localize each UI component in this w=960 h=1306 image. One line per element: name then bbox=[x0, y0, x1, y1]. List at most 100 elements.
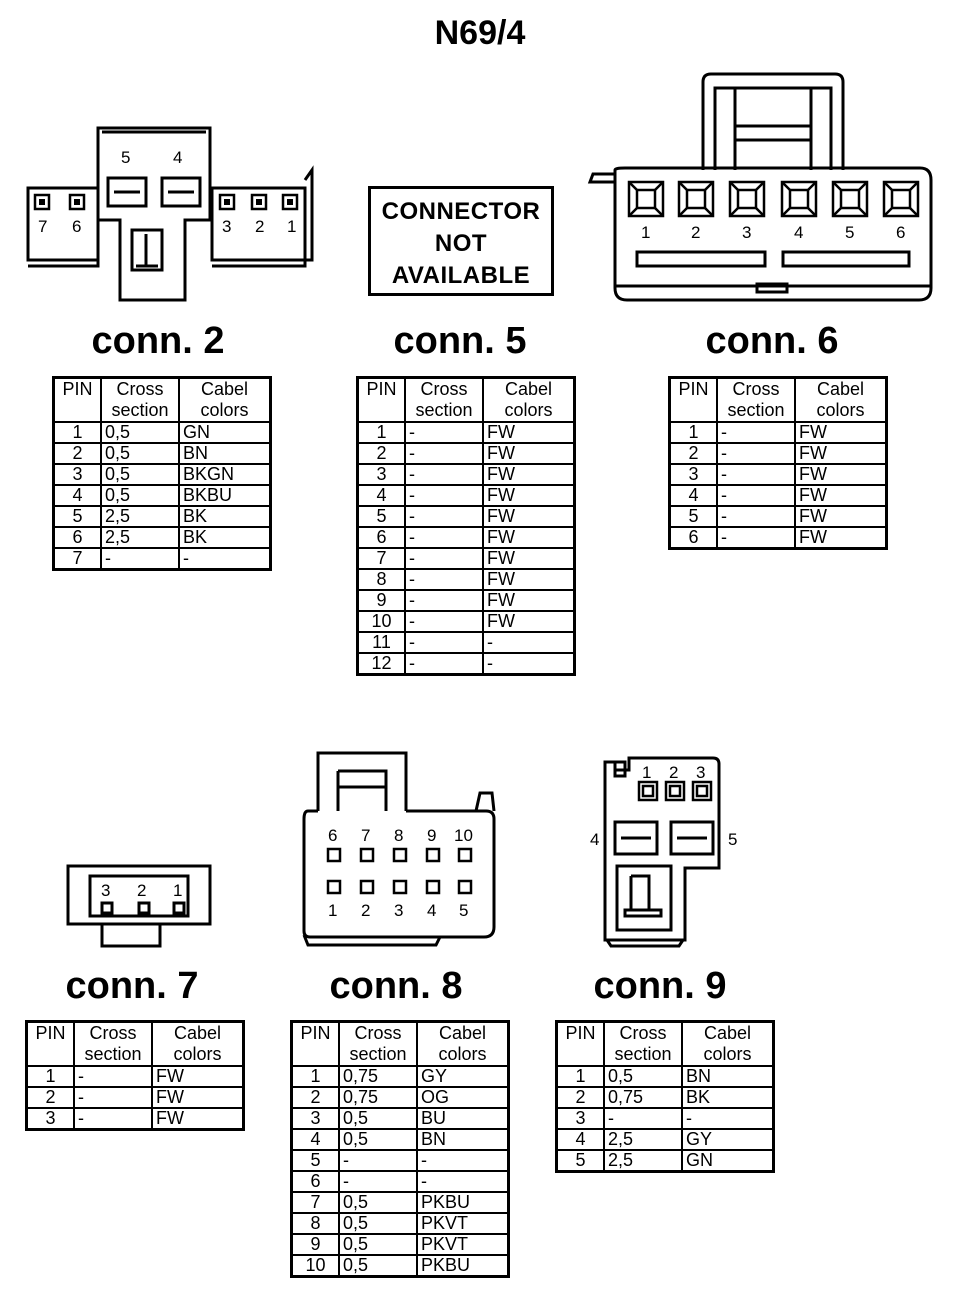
cable-color-cell: - bbox=[482, 652, 576, 676]
pin-header: PIN bbox=[52, 376, 102, 423]
pin-number-cell: 11 bbox=[356, 631, 406, 654]
cable-color-cell: BKBU bbox=[178, 484, 272, 507]
conn2-drawing: 7 6 3 2 1 5 4 bbox=[26, 126, 314, 302]
cable-color-cell: - bbox=[681, 1107, 775, 1130]
pin-number-cell: 1 bbox=[555, 1065, 605, 1088]
na-line-2: NOT bbox=[434, 230, 488, 257]
pin-number-cell: 2 bbox=[290, 1086, 340, 1109]
pin-number-cell: 5 bbox=[52, 505, 102, 528]
cross-section-cell: - bbox=[404, 547, 484, 570]
cable-color-cell: GN bbox=[178, 421, 272, 444]
cross-section-cell: - bbox=[404, 652, 484, 676]
pin-number-cell: 1 bbox=[356, 421, 406, 444]
cable-color-cell: PKBU bbox=[416, 1191, 510, 1214]
cable-color-cell: FW bbox=[794, 484, 888, 507]
svg-text:4: 4 bbox=[590, 830, 599, 849]
page-title: N69/4 bbox=[434, 14, 526, 52]
svg-text:3: 3 bbox=[394, 901, 403, 920]
pin-number-cell: 2 bbox=[555, 1086, 605, 1109]
pin-number-cell: 5 bbox=[356, 505, 406, 528]
table-row: 3-FW bbox=[668, 463, 888, 486]
conn2-label: conn. 2 bbox=[91, 320, 225, 362]
conn6-label: conn. 6 bbox=[705, 320, 839, 362]
svg-text:2: 2 bbox=[361, 901, 370, 920]
table-row: 2-FW bbox=[668, 442, 888, 465]
cable-color-cell: BK bbox=[178, 526, 272, 549]
cross-section-cell: - bbox=[100, 547, 180, 571]
cross-section-cell: - bbox=[404, 442, 484, 465]
conn2-pin3-mark: 3 bbox=[222, 217, 231, 236]
pin-number-cell: 10 bbox=[290, 1254, 340, 1278]
table-row: 10-FW bbox=[356, 610, 576, 633]
pin-number-cell: 4 bbox=[668, 484, 718, 507]
svg-text:10: 10 bbox=[454, 826, 473, 845]
pin-number-cell: 10 bbox=[356, 610, 406, 633]
cable-color-cell: FW bbox=[151, 1065, 245, 1088]
cable-color-cell: FW bbox=[794, 442, 888, 465]
table-row: 5-FW bbox=[668, 505, 888, 528]
pin-number-cell: 7 bbox=[52, 547, 102, 571]
table-row: 2-FW bbox=[356, 442, 576, 465]
pin-number-cell: 8 bbox=[356, 568, 406, 591]
cable-color-cell: FW bbox=[482, 484, 576, 507]
cable-color-cell: FW bbox=[482, 526, 576, 549]
pin-number-cell: 12 bbox=[356, 652, 406, 676]
cross-section-cell: - bbox=[404, 610, 484, 633]
cable-color-cell: - bbox=[178, 547, 272, 571]
cross-section-cell: - bbox=[73, 1086, 153, 1109]
cable-color-cell: FW bbox=[794, 421, 888, 444]
conn6-pin5-mark: 5 bbox=[845, 223, 854, 242]
cross-section-cell: - bbox=[404, 631, 484, 654]
conn9-label: conn. 9 bbox=[593, 965, 727, 1007]
cross-section-cell: 0,5 bbox=[100, 421, 180, 444]
cable-color-cell: FW bbox=[794, 505, 888, 528]
conn7-pin3-mark: 3 bbox=[101, 881, 110, 900]
pin-number-cell: 9 bbox=[290, 1233, 340, 1256]
cable-color-cell: GY bbox=[681, 1128, 775, 1151]
pin-number-cell: 3 bbox=[555, 1107, 605, 1130]
cross-section-cell: - bbox=[716, 421, 796, 444]
cross-section-cell: 0,75 bbox=[338, 1086, 418, 1109]
table-row: 6-FW bbox=[356, 526, 576, 549]
pin-header: PIN bbox=[290, 1020, 340, 1067]
cable-color-cell: FW bbox=[482, 421, 576, 444]
na-line-1: CONNECTOR bbox=[381, 198, 541, 225]
conn2-pin4-mark: 4 bbox=[173, 148, 182, 167]
cable-color-cell: PKVT bbox=[416, 1233, 510, 1256]
conn7-label: conn. 7 bbox=[65, 965, 199, 1007]
table-row: 1-FW bbox=[356, 421, 576, 444]
table-row: 2-FW bbox=[25, 1086, 245, 1109]
table-row: 5-FW bbox=[356, 505, 576, 528]
table-row: 12-- bbox=[356, 652, 576, 676]
cross-section-cell: 0,5 bbox=[338, 1212, 418, 1235]
pin-number-cell: 4 bbox=[356, 484, 406, 507]
na-line-3: AVAILABLE bbox=[391, 262, 531, 289]
cross-section-cell: - bbox=[73, 1107, 153, 1131]
pin-number-cell: 3 bbox=[356, 463, 406, 486]
cross-section-cell: - bbox=[603, 1107, 683, 1130]
cable-color-cell: FW bbox=[482, 610, 576, 633]
cable-color-cell: FW bbox=[482, 505, 576, 528]
svg-text:1: 1 bbox=[328, 901, 337, 920]
